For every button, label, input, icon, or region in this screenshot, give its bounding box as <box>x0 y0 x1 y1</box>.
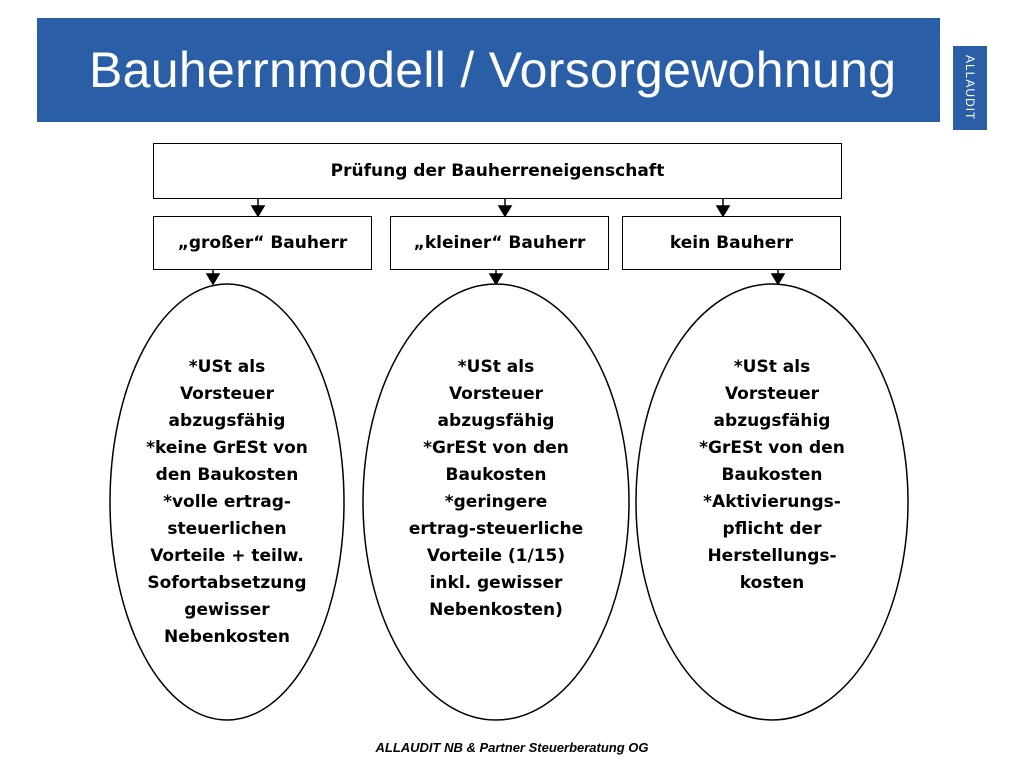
top-box-label: Prüfung der Bauherreneigenschaft <box>330 161 665 181</box>
detail-line: *keine GrESt von <box>146 438 308 458</box>
detail-line: Baukosten <box>721 465 823 485</box>
category-label: kein Bauherr <box>669 233 794 253</box>
page-title: Bauherrnmodell / Vorsorgewohnung <box>89 42 897 98</box>
brand-side-tab-label: ALLAUDIT <box>963 55 977 121</box>
detail-line: den Baukosten <box>155 465 299 485</box>
detail-line: Baukosten <box>445 465 547 485</box>
category-box-kein-bauherr: kein Bauherr <box>622 216 841 270</box>
category-box-kleiner-bauherr: „kleiner“ Bauherr <box>390 216 609 270</box>
detail-line: inkl. gewisser <box>429 573 563 593</box>
detail-line: Vorsteuer <box>724 384 820 404</box>
oval-text-kleiner-bauherr: *USt als Vorsteuer abzugsfähig *GrESt vo… <box>386 354 606 624</box>
detail-line: Vorteile + teilw. <box>150 546 304 566</box>
arrow-head-icon <box>250 205 266 218</box>
category-label: „großer“ Bauherr <box>177 233 348 253</box>
oval-text-kein-bauherr: *USt als Vorsteuer abzugsfähig *GrESt vo… <box>662 354 882 597</box>
detail-line: Herstellungs- <box>707 546 837 566</box>
detail-line: abzugsfähig <box>713 411 831 431</box>
detail-line: *GrESt von den <box>423 438 569 458</box>
detail-line: gewisser <box>184 600 270 620</box>
detail-line: abzugsfähig <box>437 411 555 431</box>
detail-line: *Aktivierungs- <box>703 492 841 512</box>
detail-line: Sofortabsetzung <box>147 573 307 593</box>
detail-line: ertrag-steuerliche <box>408 519 584 539</box>
detail-line: steuerlichen <box>167 519 287 539</box>
detail-line: kosten <box>739 573 805 593</box>
category-label: „kleiner“ Bauherr <box>413 233 586 253</box>
footer-text: ALLAUDIT NB & Partner Steuerberatung OG <box>375 740 649 755</box>
arrow-head-icon <box>715 205 731 218</box>
arrow-head-icon <box>205 273 221 286</box>
detail-line: Vorsteuer <box>448 384 544 404</box>
detail-line: Nebenkosten) <box>429 600 563 620</box>
detail-line: *USt als <box>457 357 535 377</box>
brand-side-tab: ALLAUDIT <box>953 46 987 130</box>
detail-line: Nebenkosten <box>164 627 290 647</box>
detail-line: abzugsfähig <box>168 411 286 431</box>
detail-line: *geringere <box>444 492 548 512</box>
detail-line: *USt als <box>733 357 811 377</box>
arrow-head-icon <box>497 205 513 218</box>
title-bar: Bauherrnmodell / Vorsorgewohnung <box>37 18 940 122</box>
detail-line: Vorsteuer <box>179 384 275 404</box>
oval-kleiner-bauherr <box>362 283 630 721</box>
category-box-grosser-bauherr: „großer“ Bauherr <box>153 216 372 270</box>
arrow-head-icon <box>488 273 504 286</box>
detail-line: *GrESt von den <box>699 438 845 458</box>
detail-line: *USt als <box>188 357 266 377</box>
top-box: Prüfung der Bauherreneigenschaft <box>153 143 842 199</box>
arrow-head-icon <box>770 273 786 286</box>
oval-kein-bauherr <box>635 283 909 721</box>
oval-text-grosser-bauherr: *USt als Vorsteuer abzugsfähig *keine Gr… <box>117 354 337 651</box>
detail-line: pflicht der <box>722 519 822 539</box>
oval-grosser-bauherr <box>109 283 345 721</box>
detail-line: *volle ertrag- <box>163 492 291 512</box>
detail-line: Vorteile (1/15) <box>426 546 566 566</box>
